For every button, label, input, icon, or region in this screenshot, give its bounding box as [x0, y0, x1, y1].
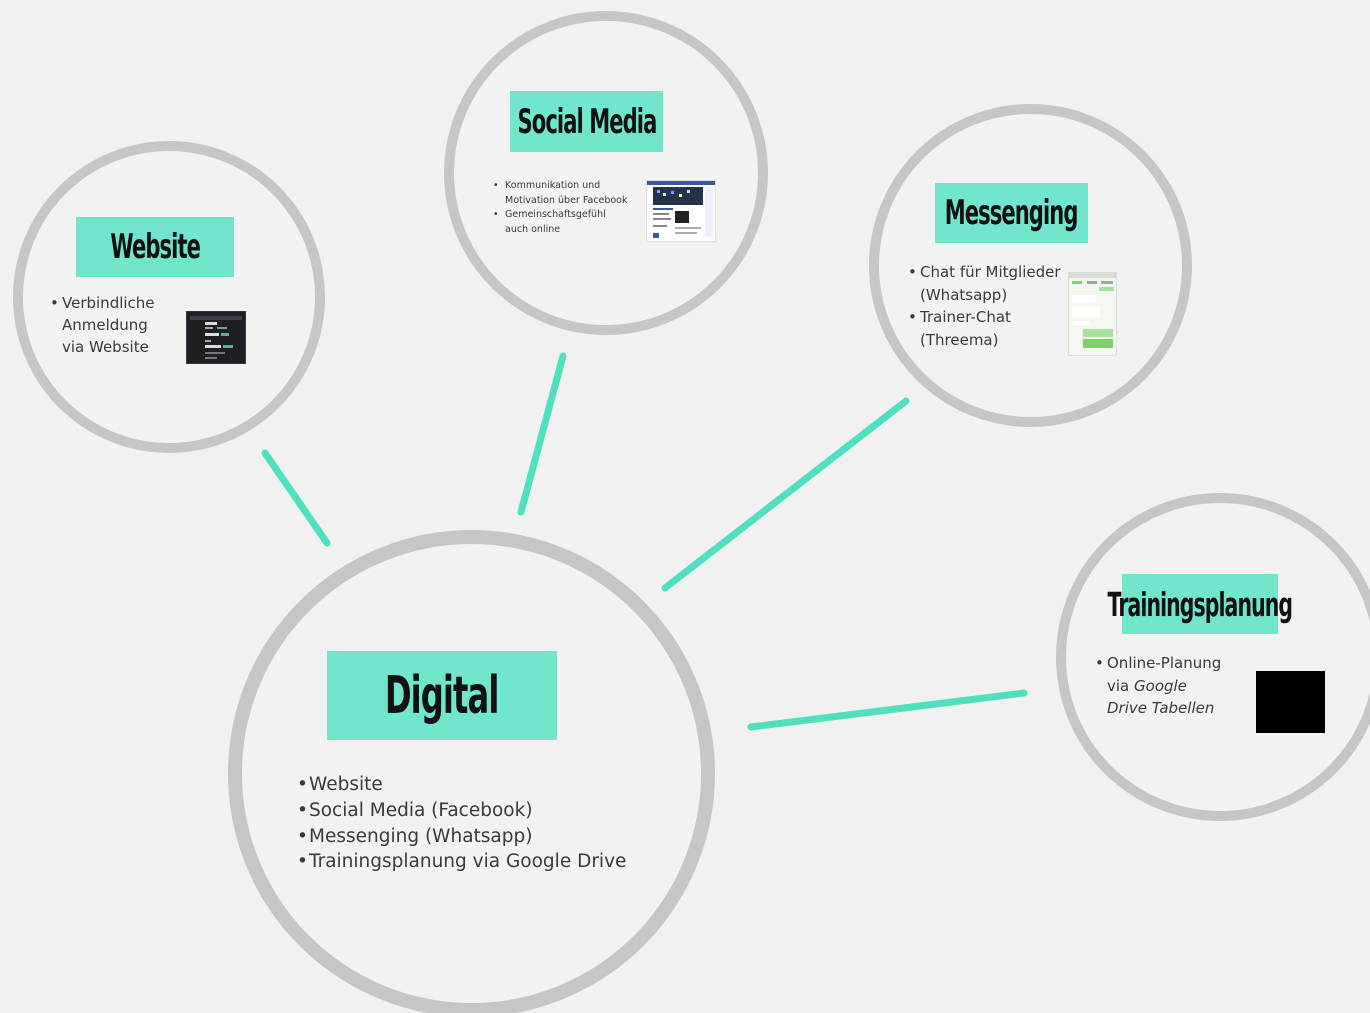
facebook-screenshot-icon	[647, 181, 715, 238]
chat-screenshot-thumbnail[interactable]	[1068, 272, 1117, 356]
website-bullet-item: Verbindliche Anmeldung via Website	[50, 292, 155, 358]
connector-social-media	[517, 352, 567, 516]
chat-screenshot-icon	[1069, 273, 1116, 348]
trainingsplanung-bullets: Online-Planung via Google Drive Tabellen	[1095, 652, 1221, 720]
website-bullets: Verbindliche Anmeldung via Website	[50, 292, 155, 358]
trainingsplanung-bullet-item: Online-Planung via Google Drive Tabellen	[1095, 652, 1221, 720]
messenging-bullet-item: Trainer-Chat (Threema)	[908, 306, 1061, 351]
messenging-title-box: Messenging	[935, 183, 1088, 243]
social-media-bullet-item: Gemeinschaftsgefühl auch online	[493, 208, 633, 237]
trainingsplanung-title-box: Trainingsplanung	[1108, 574, 1293, 634]
social-media-circle[interactable]	[444, 11, 768, 335]
website-screenshot-icon	[190, 316, 242, 359]
digital-bullet-item: Messenging (Whatsapp)	[297, 824, 626, 850]
facebook-screenshot-thumbnail[interactable]	[646, 180, 716, 242]
social-media-title-box: Social Media	[510, 91, 663, 152]
digital-bullet-item: Website	[297, 772, 626, 798]
messenging-bullet-item: Chat für Mitglieder (Whatsapp)	[908, 261, 1061, 306]
digital-bullets: Website Social Media (Facebook) Messengi…	[297, 772, 626, 875]
connector-trainingsplanung	[747, 689, 1028, 731]
digital-title: Digital	[385, 665, 500, 726]
messenging-bullets: Chat für Mitglieder (Whatsapp) Trainer-C…	[908, 261, 1061, 351]
digital-title-box: Digital	[327, 651, 557, 740]
connector-messenging	[661, 397, 910, 592]
social-media-bullets: Kommunikation und Motivation über Facebo…	[493, 179, 633, 237]
website-screenshot-thumbnail[interactable]	[186, 311, 246, 364]
digital-bullet-item: Trainingsplanung via Google Drive	[297, 849, 626, 875]
spreadsheet-placeholder-thumbnail[interactable]	[1256, 671, 1325, 733]
messenging-title: Messenging	[945, 193, 1079, 233]
social-media-bullet-item: Kommunikation und Motivation über Facebo…	[493, 179, 633, 208]
website-title-box: Website	[76, 217, 234, 277]
connector-website	[261, 449, 331, 547]
website-title: Website	[110, 227, 200, 267]
social-media-title: Social Media	[517, 101, 657, 142]
trainingsplanung-title: Trainingsplanung	[1107, 584, 1293, 624]
digital-bullet-item: Social Media (Facebook)	[297, 798, 626, 824]
